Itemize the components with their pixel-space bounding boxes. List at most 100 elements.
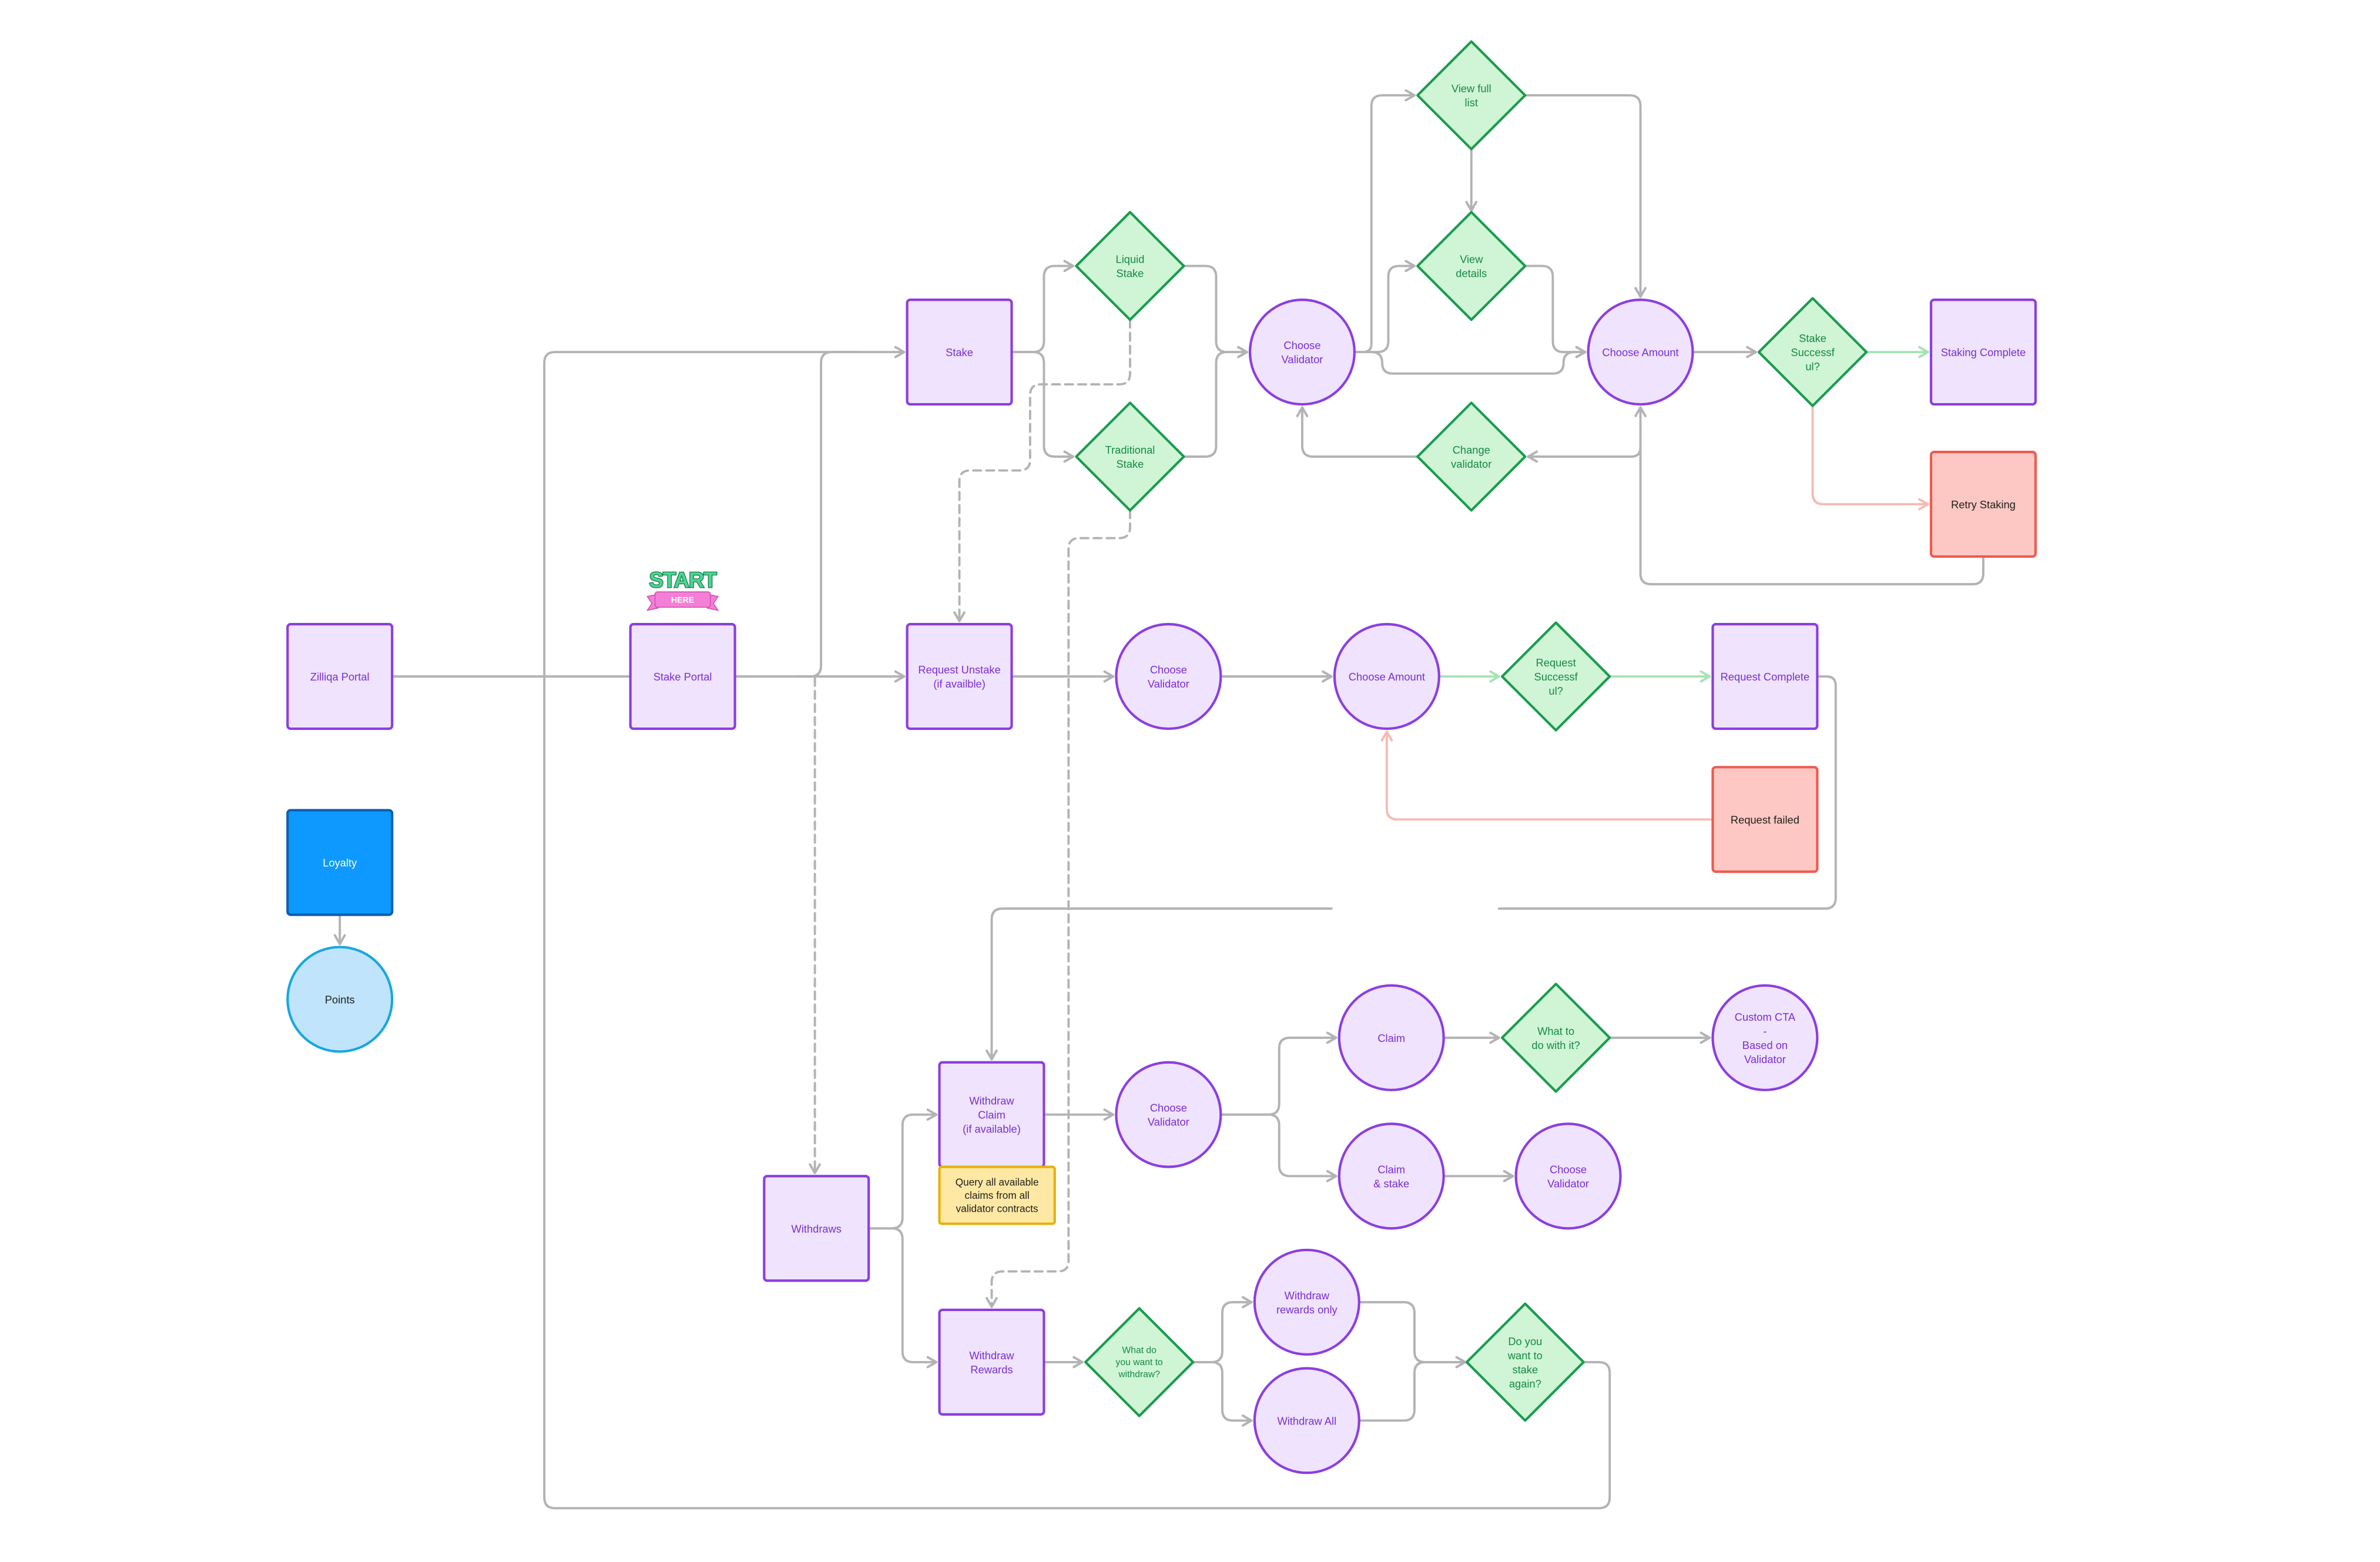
stake-label-line: Stake [946, 346, 973, 358]
node-request-complete: Request Complete [1711, 623, 1819, 730]
traditional-stake-label-line: Stake [1117, 457, 1144, 470]
withdraw-all-label: Withdraw All [1277, 1414, 1336, 1427]
choose-validator-stake-step-circle [1248, 299, 1356, 406]
request-complete-label: Request Complete [1721, 671, 1810, 683]
liquid-stake-label-line: Stake [1117, 267, 1144, 279]
stake-again-label-line: again? [1509, 1377, 1541, 1389]
custom-cta-label-line: Based on [1742, 1038, 1788, 1051]
connector-liquid-stake-to-request-unstake [953, 319, 1131, 622]
stake-label: Stake [946, 346, 973, 358]
request-unstake-label: Request Unstake(if availble) [918, 663, 1000, 690]
zilliqa-portal-process-box [286, 623, 394, 730]
withdraw-claim-label-line: Withdraw [969, 1094, 1014, 1107]
what-to-withdraw-label-line: What do [1122, 1345, 1157, 1355]
withdraws-process-box [763, 1175, 870, 1282]
start-text: START [649, 568, 717, 592]
connector-return-to-withdraw-claim [985, 907, 1333, 1061]
staking-complete-label-line: Staking Complete [1941, 346, 2026, 358]
request-failed-label-line: Request failed [1731, 813, 1799, 826]
request-successful-label-line: Request [1536, 656, 1576, 669]
what-to-do-label-line: do with it? [1531, 1038, 1580, 1051]
what-to-do-label-line: What to [1537, 1024, 1574, 1037]
query-note-label-line: claims from all [965, 1189, 1030, 1201]
points-step-circle [286, 946, 394, 1053]
withdraw-claim-label-line: Claim [978, 1108, 1005, 1121]
stake-portal-label-line: Stake Portal [653, 671, 712, 683]
start-here-badge: START HERE [646, 567, 719, 611]
node-loyalty: Loyalty [286, 809, 394, 916]
retry-staking-label: Retry Staking [1951, 498, 2016, 511]
change-validator-label-line: validator [1451, 457, 1491, 470]
choose-validator-claim-step-circle [1115, 1061, 1222, 1168]
traditional-stake-decision-diamond [1075, 401, 1185, 512]
stake-process-box [906, 299, 1013, 406]
node-choose-amount-stake: Choose Amount [1587, 299, 1694, 406]
request-successful-decision-diamond [1500, 621, 1611, 732]
change-validator-decision-diamond [1416, 401, 1527, 512]
withdraw-rewards-only-step-circle [1253, 1248, 1360, 1356]
node-claim-and-stake: Claim& stake [1338, 1122, 1445, 1230]
custom-cta-label-line: Custom CTA [1735, 1010, 1796, 1023]
stake-successful-decision-diamond [1757, 297, 1868, 407]
connector-traditional-stake-to-choose-validator [1182, 346, 1248, 458]
choose-amount-stake-step-circle [1587, 299, 1694, 406]
withdraws-label-line: Withdraws [792, 1222, 842, 1235]
stake-again-decision-diamond [1465, 1302, 1585, 1422]
claim-label-line: Claim [1377, 1031, 1405, 1044]
request-failed-label: Request failed [1731, 813, 1799, 826]
connector-request-failed-to-choose-amount [1380, 730, 1714, 821]
withdraw-all-label-line: Withdraw All [1277, 1414, 1336, 1427]
request-unstake-process-box [906, 623, 1013, 730]
withdraw-claim-label-line: (if available) [963, 1122, 1021, 1135]
choose-validator-restake-label-line: Validator [1547, 1177, 1589, 1189]
connector-what-to-withdraw-to-withdraw-all [1192, 1360, 1253, 1427]
zilliqa-portal-label: Zilliqa Portal [310, 671, 370, 683]
points-label: Points [325, 993, 355, 1005]
custom-cta-step-circle [1711, 984, 1819, 1091]
view-full-list-label-line: View full [1452, 82, 1491, 95]
connector-withdraw-all-to-stake-again [1357, 1356, 1467, 1422]
here-text: HERE [671, 595, 694, 605]
connector-stake-again-loop-to-stake [543, 346, 1611, 1510]
withdraw-rewards-process-box [938, 1308, 1045, 1416]
request-successful-label-line: ul? [1548, 685, 1563, 697]
what-to-withdraw-label-line: you want to [1116, 1357, 1164, 1367]
stake-successful-label-line: Stake [1799, 332, 1826, 344]
custom-cta-label-line: - [1763, 1024, 1766, 1037]
node-claim: Claim [1338, 984, 1445, 1091]
claim-and-stake-label: Claim& stake [1373, 1163, 1409, 1189]
liquid-stake-decision-diamond [1075, 210, 1185, 321]
choose-validator-claim-label-line: Choose [1150, 1101, 1187, 1114]
view-full-list-label-line: list [1465, 96, 1478, 109]
stake-portal-label: Stake Portal [653, 671, 712, 683]
query-note-sticky-note [938, 1165, 1056, 1225]
withdraw-rewards-label-line: Rewards [970, 1363, 1013, 1375]
choose-validator-stake-label-line: Choose [1283, 339, 1320, 351]
node-request-failed: Request failed [1711, 766, 1819, 873]
traditional-stake-label-line: Traditional [1105, 443, 1155, 455]
zilliqa-portal-label-line: Zilliqa Portal [310, 671, 370, 683]
